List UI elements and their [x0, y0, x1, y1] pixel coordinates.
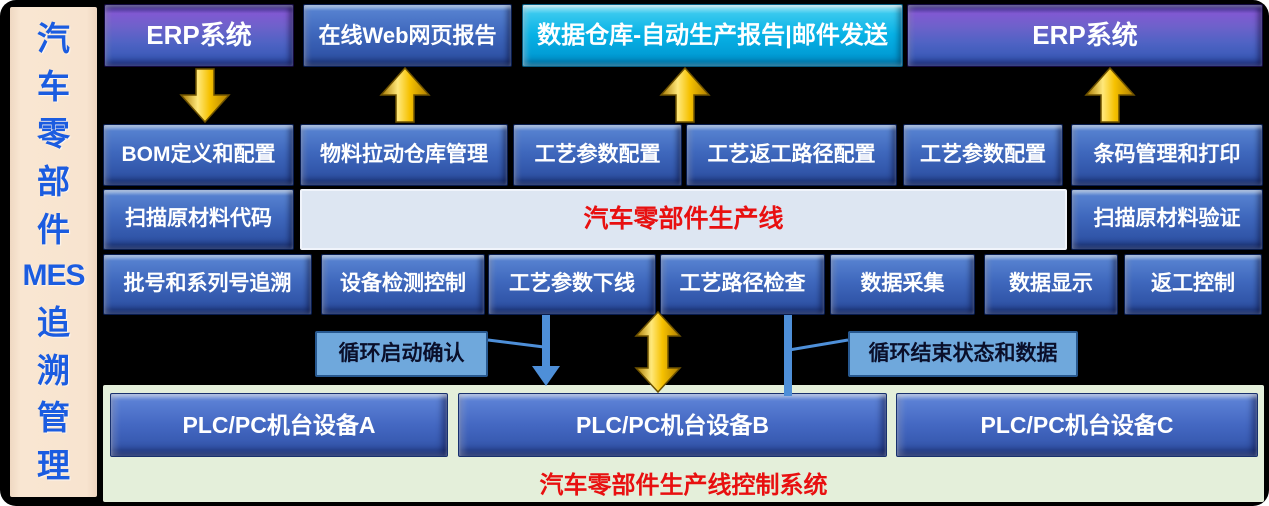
box-scan-material-verify: 扫描原材料验证 — [1071, 189, 1263, 250]
box-rework-path-config: 工艺返工路径配置 — [686, 124, 897, 186]
box-scan-material-code: 扫描原材料代码 — [103, 189, 294, 250]
box-route-check: 工艺路径检查 — [660, 254, 825, 315]
box-web-report: 在线Web网页报告 — [303, 4, 512, 67]
sidebar-char: 管 — [37, 399, 70, 437]
plc-panel-caption: 汽车零部件生产线控制系统 — [539, 472, 828, 499]
sidebar-vertical-title: 汽 车 零 部 件 MES 追 溯 管 理 — [10, 7, 97, 497]
box-production-line: 汽车零部件生产线 — [300, 189, 1067, 250]
box-barcode-print: 条码管理和打印 — [1071, 124, 1263, 186]
sidebar-char: 部 — [37, 163, 70, 201]
sidebar-char: 溯 — [37, 351, 70, 389]
box-plc-device-c: PLC/PC机台设备C — [896, 393, 1258, 457]
box-plc-device-a: PLC/PC机台设备A — [110, 393, 448, 457]
arrow-up-down-icon — [634, 310, 682, 394]
sidebar-char: 零 — [37, 115, 70, 153]
connector-line — [487, 338, 545, 349]
box-bom-config: BOM定义和配置 — [103, 124, 294, 186]
note-cycle-end-status: 循环结束状态和数据 — [848, 331, 1078, 377]
box-erp-system-left: ERP系统 — [104, 4, 294, 67]
box-data-display: 数据显示 — [984, 254, 1118, 315]
arrow-up-icon — [659, 66, 711, 123]
box-data-warehouse: 数据仓库-自动生产报告|邮件发送 — [522, 4, 903, 67]
arrow-up-icon — [379, 66, 431, 123]
box-material-warehouse: 物料拉动仓库管理 — [300, 124, 508, 186]
box-process-param-1: 工艺参数配置 — [513, 124, 682, 186]
box-device-detect: 设备检测控制 — [321, 254, 485, 315]
box-plc-device-b: PLC/PC机台设备B — [458, 393, 887, 457]
arrow-down-icon — [179, 68, 231, 124]
sidebar-char: 车 — [37, 67, 70, 105]
arrow-down-icon — [532, 366, 560, 386]
arrow-up-icon — [1084, 66, 1136, 123]
box-data-collect: 数据采集 — [830, 254, 975, 315]
box-process-param-2: 工艺参数配置 — [903, 124, 1063, 186]
box-batch-serial-trace: 批号和系列号追溯 — [103, 254, 312, 315]
box-rework-control: 返工控制 — [1124, 254, 1262, 315]
sidebar-char: 理 — [37, 447, 70, 485]
sidebar-char: 追 — [37, 303, 70, 341]
sidebar-char: 汽 — [37, 19, 70, 57]
note-cycle-start-confirm: 循环启动确认 — [315, 331, 488, 377]
sidebar-char-mes: MES — [22, 258, 85, 292]
box-param-offline: 工艺参数下线 — [488, 254, 656, 315]
connector-line — [788, 338, 849, 352]
box-erp-system-right: ERP系统 — [907, 4, 1263, 67]
sidebar-char: 件 — [37, 211, 70, 249]
